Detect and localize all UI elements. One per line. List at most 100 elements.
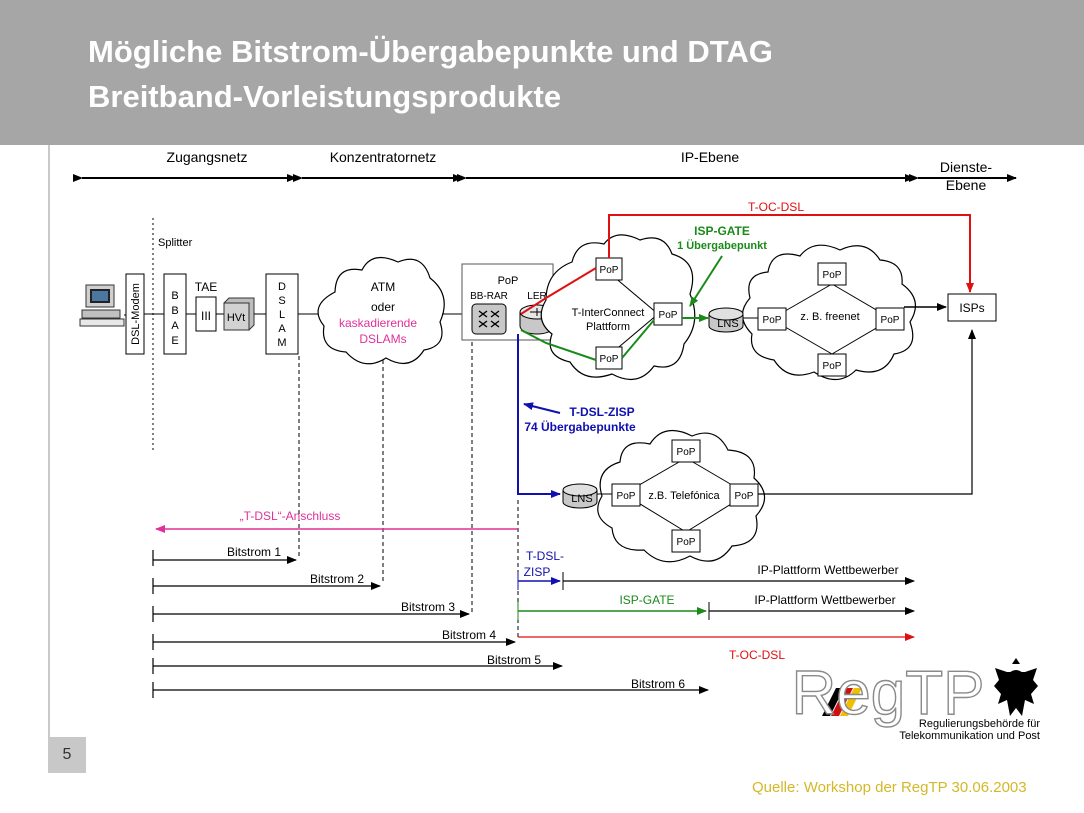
bbae-letter-3: A <box>171 320 179 332</box>
atm-oder: oder <box>371 300 395 314</box>
bitstrom-1-label: Bitstrom 1 <box>227 545 281 559</box>
pop-node-label: PoP <box>735 491 754 502</box>
pop-node-label: PoP <box>763 315 782 326</box>
isp-gate-pointer <box>689 255 723 307</box>
bitstrom-2-label: Bitstrom 2 <box>310 572 364 586</box>
t-oc-dsl-path <box>608 214 974 293</box>
source-note: Quelle: Workshop der RegTP 30.06.2003 <box>752 779 1027 796</box>
bitstrom-4-label: Bitstrom 4 <box>442 628 496 642</box>
tae-label: TAE <box>195 280 217 294</box>
zisp-product-label-1: T-DSL- <box>526 549 564 563</box>
freenet-cloud <box>741 244 917 381</box>
lns-lower-label: LNS <box>571 493 592 505</box>
dslam-letter-5: M <box>277 337 286 349</box>
level-dienste-2: Ebene <box>946 177 987 193</box>
bbae-letter-2: B <box>171 305 178 317</box>
atm-kaskadierende: kaskadierende <box>339 316 417 330</box>
freenet-label: z. B. freenet <box>800 311 859 323</box>
ip-plattform-label-2: IP-Plattform Wettbewerber <box>754 593 895 607</box>
regtp-logo-text: RegTP <box>792 659 985 728</box>
pop-node-label: PoP <box>600 354 619 365</box>
pop-node <box>671 529 701 553</box>
slide-number: 5 <box>48 737 86 773</box>
pop-node <box>671 439 701 463</box>
pop-node-label: PoP <box>823 270 842 281</box>
t-oc-dsl-product-label: T-OC-DSL <box>729 648 785 662</box>
pop-node-label: PoP <box>677 447 696 458</box>
telefonica-label: z.B. Telefónica <box>648 490 720 502</box>
green-path-ler-to-pop <box>520 329 597 361</box>
t-interconnect-label-1: T-InterConnect <box>572 307 645 319</box>
isp-gate-sub-label: 1 Übergabepunkt <box>677 239 767 252</box>
bitstrom-6-label: Bitstrom 6 <box>631 677 685 691</box>
level-ip-ebene: IP-Ebene <box>681 149 740 165</box>
pop-node-label: PoP <box>677 537 696 548</box>
title-bar: Mögliche Bitstrom-Übergabepunkte und DTA… <box>0 0 1084 145</box>
pop-node <box>875 307 905 331</box>
t-oc-dsl-label: T-OC-DSL <box>748 200 804 214</box>
splitter-label: Splitter <box>158 237 193 249</box>
atm-cloud <box>317 256 445 365</box>
pop-node-label: PoP <box>659 310 678 321</box>
zisp-product-label-2: ZISP <box>524 565 551 579</box>
pop-node <box>611 483 641 507</box>
level-konzentratornetz: Konzentratornetz <box>330 149 437 165</box>
pop-node <box>817 353 847 377</box>
ler-label: LER <box>527 291 546 302</box>
slide-title-line-1: Mögliche Bitstrom-Übergabepunkte und DTA… <box>88 34 773 69</box>
dslam-letter-1: D <box>278 281 286 293</box>
dslam-letter-4: A <box>278 323 286 335</box>
pop-node <box>757 307 787 331</box>
telefonica-cloud <box>597 429 766 563</box>
pop-node-label: PoP <box>823 361 842 372</box>
pop-node-label: PoP <box>600 265 619 276</box>
pop-node-label: PoP <box>617 491 636 502</box>
lns-upper-icon <box>708 307 744 333</box>
tae-symbol: III <box>201 309 211 323</box>
slide-title-line-2: Breitband-Vorleistungsprodukte <box>88 79 562 114</box>
pop-node-label: PoP <box>881 315 900 326</box>
atm-dslams: DSLAMs <box>359 332 406 346</box>
t-interconnect-cloud <box>540 234 696 381</box>
bb-rar-router-icon <box>471 303 507 335</box>
regtp-logo: RegTP <box>791 658 985 728</box>
authority-line-2: Telekommunikation und Post <box>899 730 1040 742</box>
isp-gate-product-label: ISP-GATE <box>619 593 674 607</box>
telefonica-to-isps-line <box>758 329 976 495</box>
t-interconnect-label-2: Plattform <box>586 321 630 333</box>
bbae-letter-4: E <box>171 335 178 347</box>
t-dsl-zisp-path <box>517 334 561 498</box>
bitstrom-5-label: Bitstrom 5 <box>487 653 541 667</box>
pop-node <box>653 302 683 326</box>
isps-label: ISPs <box>959 301 984 315</box>
isp-gate-label: ISP-GATE <box>694 224 750 238</box>
bitstrom-arrows <box>152 550 709 698</box>
dslam-letter-2: S <box>278 295 285 307</box>
left-rule <box>48 145 50 745</box>
dsl-modem-label: DSL-Modem <box>130 283 142 345</box>
hvt-label: HVt <box>227 312 245 324</box>
t-dsl-zisp-label: T-DSL-ZISP <box>569 405 634 419</box>
level-dienste-1: Dienste- <box>940 159 992 175</box>
red-path-ler-to-pop <box>520 267 597 315</box>
hvt-box <box>223 297 255 331</box>
atm-label: ATM <box>371 280 395 294</box>
green-path-pop-up <box>621 319 655 359</box>
handover-guides <box>298 342 519 640</box>
lns-lower-icon <box>562 483 598 509</box>
t-dsl-anschluss-label: „T-DSL“-Anschluss <box>240 509 341 523</box>
pop-node <box>729 483 759 507</box>
t-dsl-zisp-sub-label: 74 Übergabepunkte <box>524 419 636 434</box>
ip-plattform-label-1: IP-Plattform Wettbewerber <box>757 563 898 577</box>
federal-eagle-icon <box>994 658 1038 716</box>
authority-line-1: Regulierungsbehörde für <box>919 718 1040 730</box>
pop-node <box>817 262 847 286</box>
bitstrom-3-label: Bitstrom 3 <box>401 600 455 614</box>
computer-icon <box>79 284 125 327</box>
dslam-letter-3: L <box>279 309 285 321</box>
level-zugangsnetz: Zugangsnetz <box>167 149 248 165</box>
isps-box <box>947 293 997 322</box>
bng-pop-label: PoP <box>498 275 519 287</box>
bbae-letter-1: B <box>171 290 178 302</box>
